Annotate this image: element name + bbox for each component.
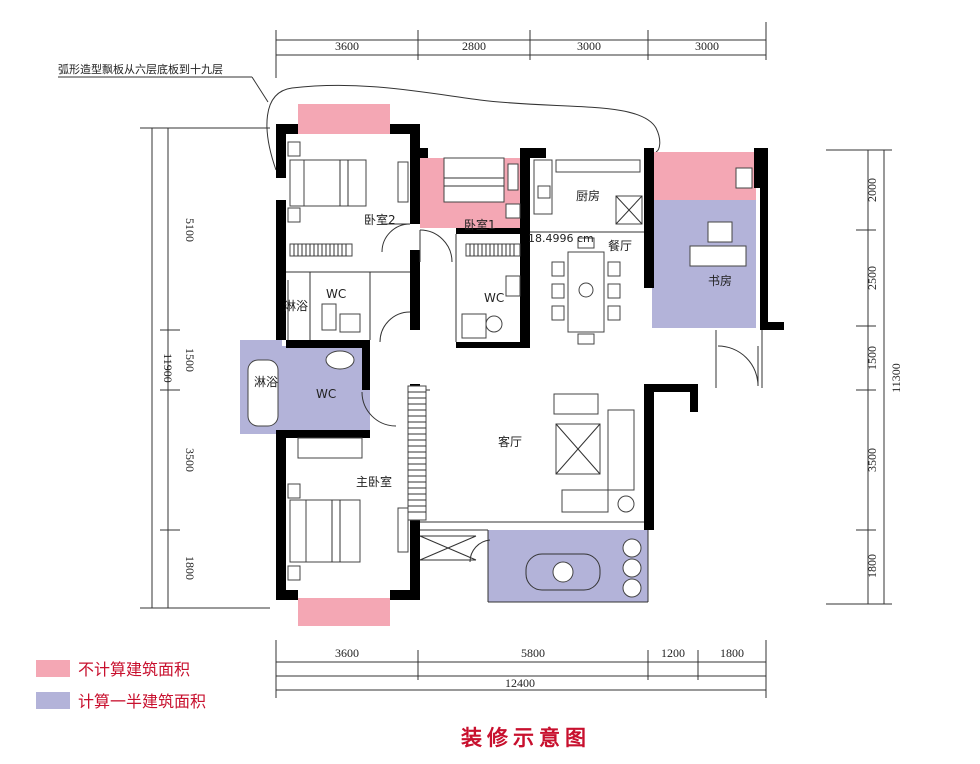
bedroom2-bed — [287, 141, 409, 223]
bay-master-bedroom — [298, 598, 390, 626]
legend-swatch-excluded — [36, 660, 70, 677]
upper-bath-fixtures — [287, 280, 361, 340]
bottom-dim-total: 12400 — [505, 676, 535, 690]
page-title: 装修示意图 — [461, 726, 591, 750]
label-bedroom1: 卧室1 — [464, 217, 496, 232]
left-dim-3: 3500 — [183, 448, 197, 472]
top-dim-3: 3000 — [577, 39, 601, 53]
label-shower-lower: 淋浴 — [254, 375, 278, 389]
label-master-bedroom: 主卧室 — [356, 474, 392, 489]
dining-table — [551, 237, 621, 345]
living-furniture — [407, 385, 635, 521]
label-shower-upper: 淋浴 — [284, 299, 308, 313]
bottom-dim-3: 1200 — [661, 646, 685, 660]
label-dining: 餐厅 — [608, 238, 632, 253]
bay-window-annotation: 弧形造型飘板从六层底板到十九层 — [58, 62, 223, 76]
label-wc-upper-mid: WC — [484, 291, 504, 305]
arc-bay-window — [266, 84, 661, 171]
top-dim-2: 2800 — [462, 39, 486, 53]
master-bed — [287, 483, 409, 581]
mid-bath-fixtures — [461, 275, 521, 339]
walls — [276, 124, 784, 600]
bottom-dim-4: 1800 — [720, 646, 744, 660]
kitchen-counter — [533, 159, 643, 225]
right-dim-4: 3500 — [865, 448, 879, 472]
bedroom1-bed — [443, 157, 521, 219]
wardrobe-bedroom2 — [289, 243, 353, 257]
top-dim-1: 3600 — [335, 39, 359, 53]
right-dim-5: 1800 — [865, 554, 879, 578]
bottom-dim-2: 5800 — [521, 646, 545, 660]
left-dimension-line: 5100 1500 3500 1800 11900 — [140, 127, 270, 609]
label-living: 客厅 — [498, 434, 522, 449]
balcony-furniture — [525, 538, 642, 598]
wardrobe-bedroom1 — [465, 243, 521, 257]
elevation-mark: 18.4996 cm — [528, 232, 594, 245]
study-desk — [689, 167, 753, 267]
left-dim-2: 1500 — [183, 348, 197, 372]
right-dim-1: 2000 — [865, 178, 879, 202]
legend-swatch-half — [36, 692, 70, 709]
label-wc-lower: WC — [316, 387, 336, 401]
right-dim-total: 11300 — [889, 363, 903, 393]
bottom-dim-1: 3600 — [335, 646, 359, 660]
top-dimension-line: 3600 2800 3000 3000 — [275, 22, 767, 78]
label-wc-upper-left: WC — [326, 287, 346, 301]
right-dim-2: 2500 — [865, 266, 879, 290]
left-dim-total: 11900 — [161, 353, 175, 383]
bottom-dimension-line: 3600 5800 1200 1800 12400 — [275, 640, 767, 698]
left-dim-1: 5100 — [183, 218, 197, 242]
legend: 不计算建筑面积 计算一半建筑面积 — [36, 660, 206, 711]
bay-bedroom2 — [298, 104, 390, 134]
label-bedroom2: 卧室2 — [364, 212, 396, 227]
legend-label-half: 计算一半建筑面积 — [78, 692, 206, 711]
right-dim-3: 1500 — [865, 346, 879, 370]
right-dimension-line: 2000 2500 1500 3500 1800 11300 — [826, 149, 903, 605]
top-dim-4: 3000 — [695, 39, 719, 53]
label-kitchen: 厨房 — [576, 188, 600, 203]
legend-label-excluded: 不计算建筑面积 — [78, 660, 190, 679]
left-dim-4: 1800 — [183, 556, 197, 580]
partitions — [286, 231, 763, 603]
label-study: 书房 — [708, 273, 732, 288]
lower-bath-fixtures — [247, 350, 363, 459]
